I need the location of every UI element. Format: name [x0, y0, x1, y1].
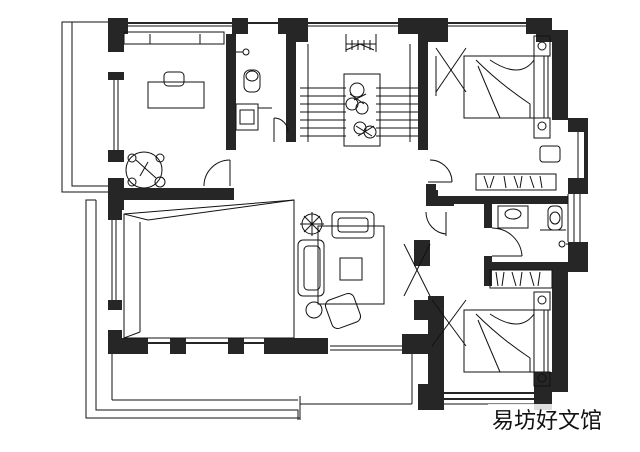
outline-lines	[61, 21, 413, 420]
walls	[108, 18, 588, 410]
stairwell	[300, 34, 418, 147]
bathroom-2-fixtures	[497, 205, 570, 248]
study-furniture	[123, 31, 225, 189]
bedroom-top-furniture	[435, 35, 561, 191]
living-furniture	[297, 211, 385, 330]
bathroom-fixtures	[235, 48, 289, 142]
void-area	[123, 199, 295, 339]
windows	[111, 25, 581, 405]
bedroom-bottom-furniture	[431, 291, 551, 387]
watermark-text: 易坊好文馆	[492, 409, 602, 434]
closet	[489, 269, 553, 289]
watermark: 易坊好文馆	[488, 404, 616, 436]
doors	[203, 159, 523, 297]
